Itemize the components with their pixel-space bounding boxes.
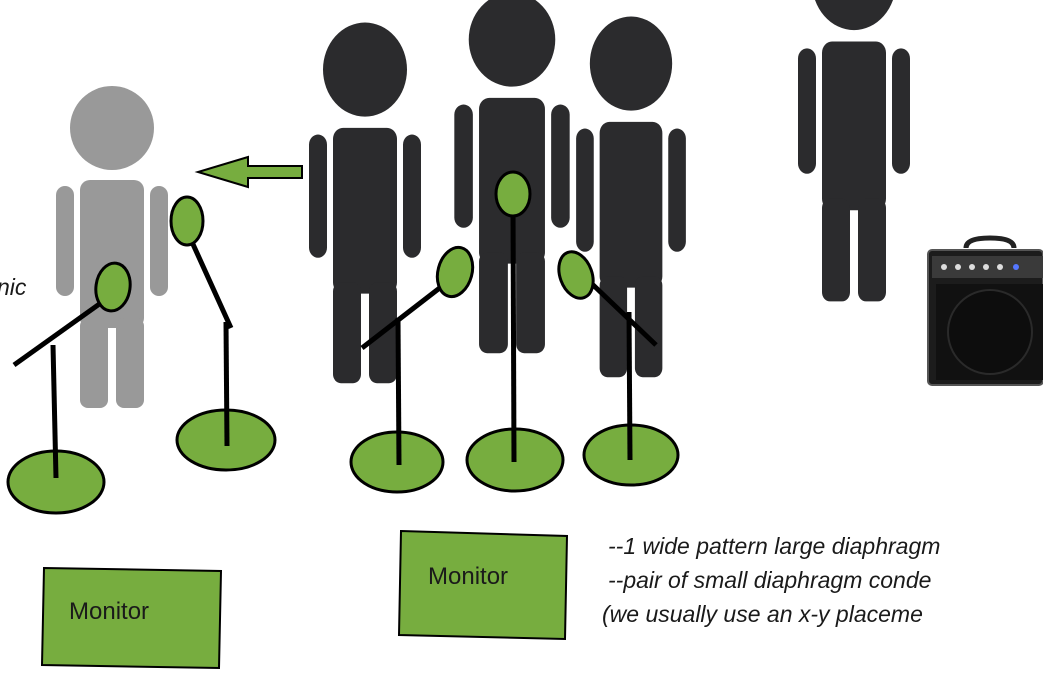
guitarist-figure: [798, 0, 910, 302]
left-arrow-icon: [194, 155, 303, 189]
note-line-1: --1 wide pattern large diaphragm: [608, 533, 941, 559]
note-line-2: --pair of small diaphragm conde: [608, 567, 932, 593]
monitor-left-label: Monitor: [69, 598, 150, 625]
mic-stand-center-right: [557, 250, 680, 487]
monitor-left: [40, 566, 223, 670]
guitar-amp-icon: [927, 235, 1043, 386]
singer-dark-figure-left: [309, 22, 421, 384]
mic-stand-center: [465, 170, 565, 493]
mic-stand-left-2: [169, 195, 277, 472]
mic-stand-left-1: [6, 261, 132, 515]
monitor-center: [397, 529, 569, 641]
monitor-center-label: Monitor: [428, 563, 509, 590]
singer-light-figure: [56, 86, 168, 408]
note-line-3: (we usually use an x-y placeme: [602, 601, 923, 627]
mic-stand-center-left: [349, 245, 475, 494]
left-mic-label: nic: [0, 274, 27, 300]
